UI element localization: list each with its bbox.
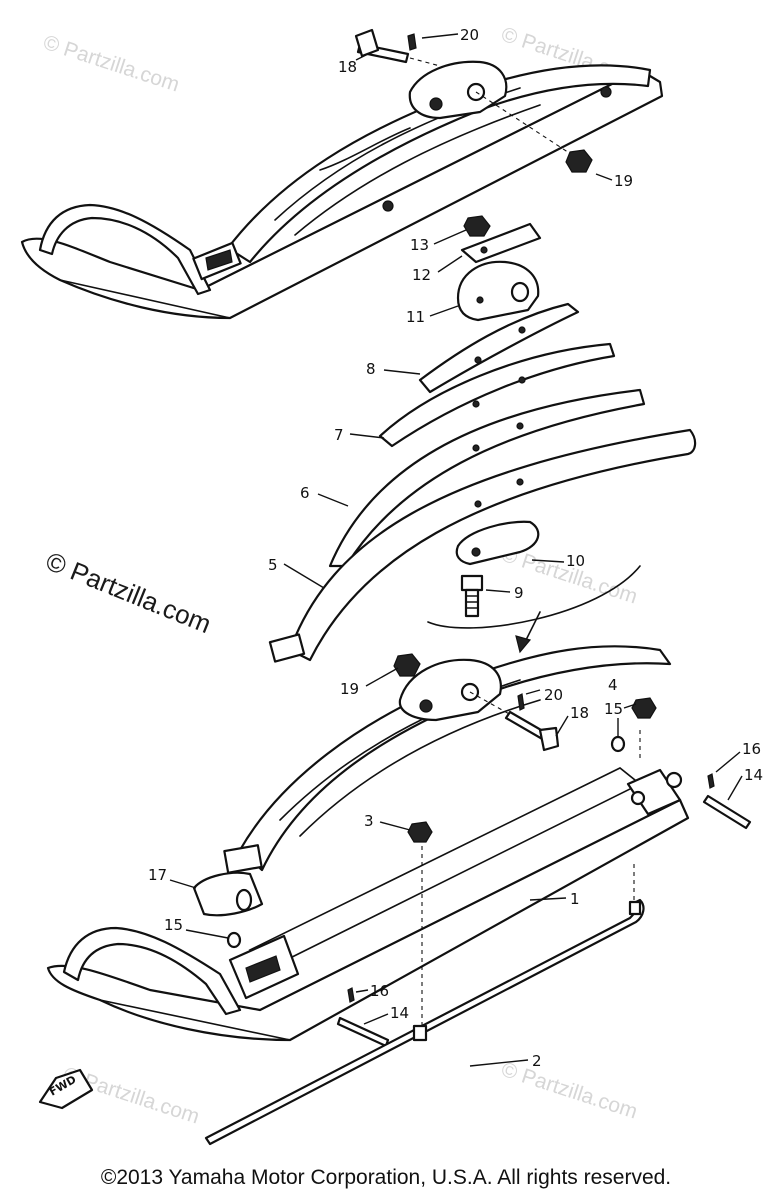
nut-19-bottom [393, 653, 421, 677]
assembly-bracket [427, 565, 641, 629]
shaft-14-left [336, 1016, 390, 1048]
bolt-9 [460, 574, 484, 618]
leader-lines [169, 33, 743, 1067]
washer-15-left [226, 931, 242, 949]
forward-arrow: FWD [38, 1068, 94, 1110]
bottom-ski-body [46, 798, 690, 1042]
pin-20-top [407, 33, 417, 51]
leaf-8 [418, 302, 580, 394]
bolt-18-top [354, 28, 441, 67]
pin-20-bottom [517, 693, 525, 711]
watermark-main: © Partzilla.com [42, 546, 216, 639]
callout-14-right: 14 [744, 766, 763, 784]
top-saddle-nut [429, 97, 443, 111]
callout-1: 1 [570, 890, 580, 908]
nut-4 [631, 697, 657, 719]
bracket-17 [192, 871, 264, 917]
pin-16-left [347, 987, 355, 1003]
leaf-6 [328, 388, 646, 568]
callout-13: 13 [410, 236, 429, 254]
callout-labels: 20 18 19 13 12 11 8 7 6 5 10 9 19 20 18 … [148, 26, 763, 1070]
callout-15-left: 15 [164, 916, 183, 934]
top-ski-handle [38, 203, 212, 296]
callout-18-top: 18 [338, 58, 357, 76]
saddle-11 [456, 260, 540, 322]
leaf-7 [378, 342, 616, 448]
runner-stud [412, 1024, 428, 1042]
callout-16-left: 16 [370, 982, 389, 1000]
bottom-ski-assembly [46, 645, 690, 1042]
callout-4: 4 [608, 676, 618, 694]
callout-15-right: 15 [604, 700, 623, 718]
top-saddle [408, 60, 508, 120]
pin-16-right [707, 773, 715, 789]
callout-18-bottom: 18 [570, 704, 589, 722]
callout-14-left: 14 [390, 1004, 409, 1022]
callout-20-bottom: 20 [544, 686, 563, 704]
nut-19-top [565, 149, 593, 173]
callout-6: 6 [300, 484, 310, 502]
callout-10: 10 [566, 552, 585, 570]
callout-12: 12 [412, 266, 431, 284]
leaf-5 [288, 428, 697, 662]
nut-3 [407, 821, 433, 843]
callout-2: 2 [532, 1052, 542, 1070]
top-ski-assembly [20, 60, 664, 320]
callout-19-top: 19 [614, 172, 633, 190]
callout-8: 8 [366, 360, 376, 378]
bolt-18-bottom [504, 710, 560, 752]
callout-3: 3 [364, 812, 374, 830]
callout-5: 5 [268, 556, 278, 574]
callout-11: 11 [406, 308, 425, 326]
watermark-faint: © Partzilla.com [40, 31, 182, 97]
callout-20-top: 20 [460, 26, 479, 44]
callout-17: 17 [148, 866, 167, 884]
bottom-ski-handle [62, 926, 242, 1016]
nut-13 [463, 215, 491, 237]
callout-7: 7 [334, 426, 344, 444]
callout-19-bottom: 19 [340, 680, 359, 698]
copyright-notice: ©2013 Yamaha Motor Corporation, U.S.A. A… [100, 1166, 672, 1189]
top-ski-body [20, 68, 664, 320]
watermark-faint: © Partzilla.com [498, 1058, 640, 1124]
washer-15-right [610, 735, 626, 753]
callout-9: 9 [514, 584, 524, 602]
callout-16-right: 16 [742, 740, 761, 758]
shaft-14-right [702, 794, 752, 830]
